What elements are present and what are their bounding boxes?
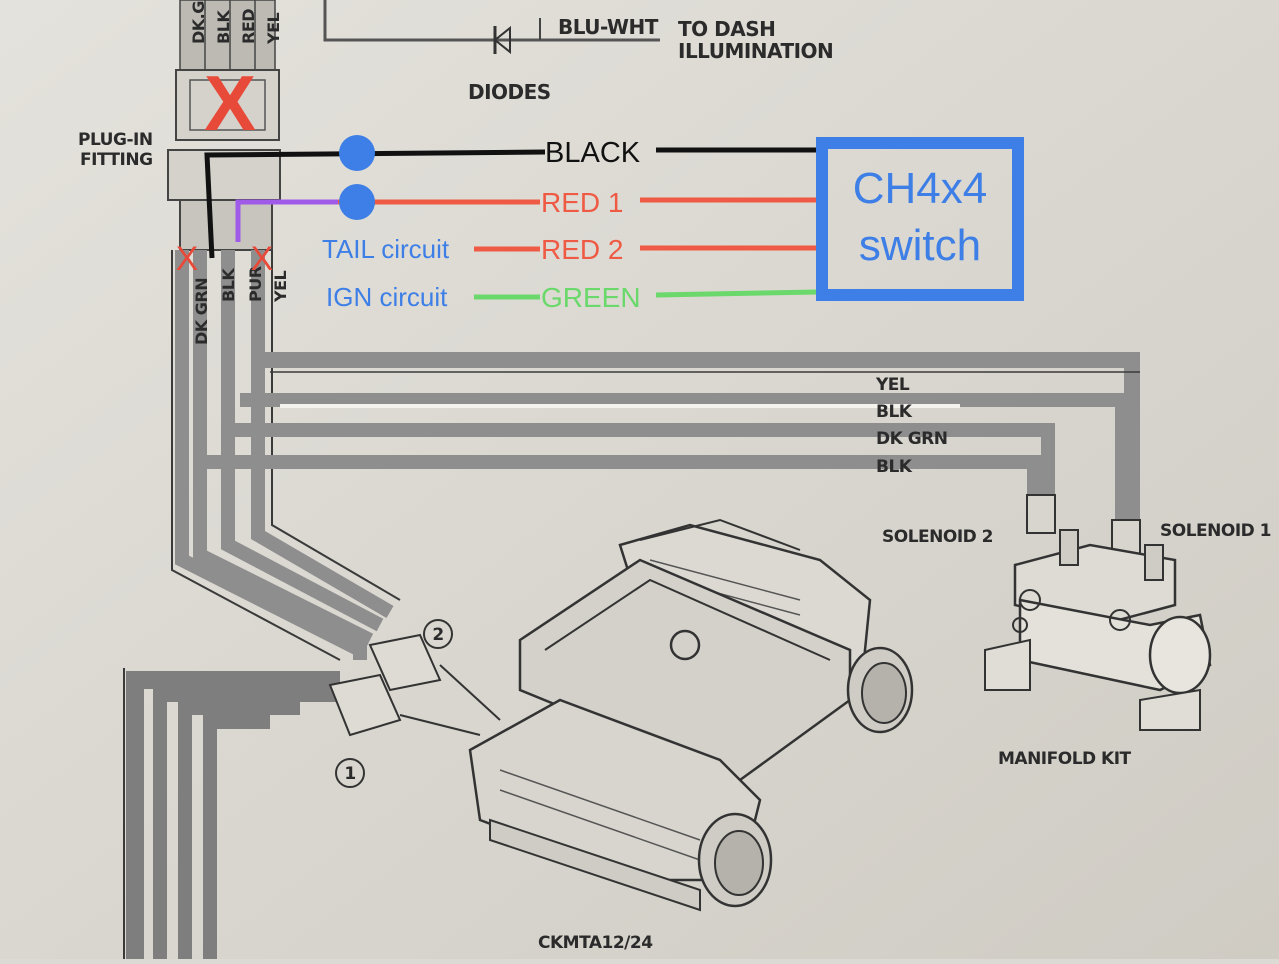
wire-harness: YEL BLK DK GRN BLK DK GRN BLK PUR YEL [123, 250, 1140, 959]
lower-connector-housing [167, 149, 281, 201]
harness-label-1: BLK [876, 402, 913, 422]
harness-run-blk-1 [240, 393, 1129, 520]
top-wire-label-1: BLK [214, 10, 233, 44]
cross-out-mark-yel: X [251, 240, 274, 278]
red1-wire-label: RED 1 [541, 187, 623, 218]
callout-1-label: 1 [344, 764, 355, 784]
cross-out-mark-dkgrn: X [176, 240, 199, 278]
compressor-plug-connectors [328, 633, 501, 737]
cross-out-mark-connector: X [204, 59, 256, 147]
manifold-kit: SOLENOID 2 SOLENOID 1 MANIFOLD KIT [882, 494, 1272, 769]
green-wire-label: GREEN [541, 282, 641, 313]
harness-run-blk-2 [205, 455, 1041, 495]
callout-2-circle [423, 619, 453, 649]
ch4x4-switch-box [816, 137, 1024, 301]
bottom-wire-label-1: BLK [219, 268, 238, 302]
diode-symbol [493, 25, 511, 55]
plug-in-label-line1: PLUG-IN [78, 130, 153, 150]
top-wire-label-3: YEL [264, 12, 283, 45]
harness-run-dkgrn [222, 423, 1055, 495]
switch-label-line1: CH4x4 [853, 164, 988, 213]
switch-label-line2: switch [859, 221, 981, 270]
bottom-wire-label-3: YEL [271, 270, 290, 303]
upper-connector-housing [175, 69, 280, 141]
tail-circuit-label: TAIL circuit [322, 234, 450, 264]
dash-label-line1: TO DASH [678, 17, 775, 41]
black-wire-label: BLACK [545, 137, 641, 169]
callout-2-label: 2 [432, 625, 443, 645]
dash-label-line2: ILLUMINATION [678, 39, 833, 63]
harness-label-2: DK GRN [876, 429, 947, 449]
diode-section: BLU-WHT TO DASH ILLUMINATION DIODES [323, 0, 834, 104]
annotation-overlay: BLACK RED 1 RED 2 TAIL circuit GREEN IGN… [176, 135, 1024, 313]
bottom-wire-label-2: PUR [246, 266, 265, 302]
harness-label-3: BLK [876, 457, 913, 477]
diode-wire-label: BLU-WHT [558, 15, 659, 39]
harness-run-yel [262, 352, 1140, 520]
solenoid-2-plug [1026, 494, 1056, 534]
bottom-wire-label-0: DK GRN [192, 278, 211, 345]
diodes-label: DIODES [468, 80, 551, 104]
compressor-label: CKMTA12/24 [538, 933, 653, 953]
plug-in-fitting: DK.G BLK RED YEL X PLUG-IN FITTING [78, 0, 283, 251]
callout-1-circle [335, 758, 365, 788]
compressor: CKMTA12/24 2 1 [328, 518, 914, 953]
splice-dot-red1 [339, 184, 375, 220]
green-wire-right [655, 289, 819, 298]
diode-wire [323, 0, 660, 42]
harness-label-0: YEL [875, 375, 910, 395]
splice-dot-black [339, 135, 375, 171]
plug-in-label-line2: FITTING [80, 150, 153, 170]
top-wire-label-2: RED [239, 9, 258, 44]
lower-connector-body [179, 199, 273, 251]
solenoid-2-label: SOLENOID 2 [882, 527, 993, 547]
solenoid-1-label: SOLENOID 1 [1160, 521, 1271, 541]
purple-wire-line [235, 199, 338, 242]
black-wire-line [204, 149, 546, 259]
manifold-kit-label: MANIFOLD KIT [998, 749, 1132, 769]
ign-circuit-label: IGN circuit [326, 282, 448, 312]
top-wire-label-0: DK.G [189, 1, 208, 44]
red2-wire-label: RED 2 [541, 234, 623, 265]
